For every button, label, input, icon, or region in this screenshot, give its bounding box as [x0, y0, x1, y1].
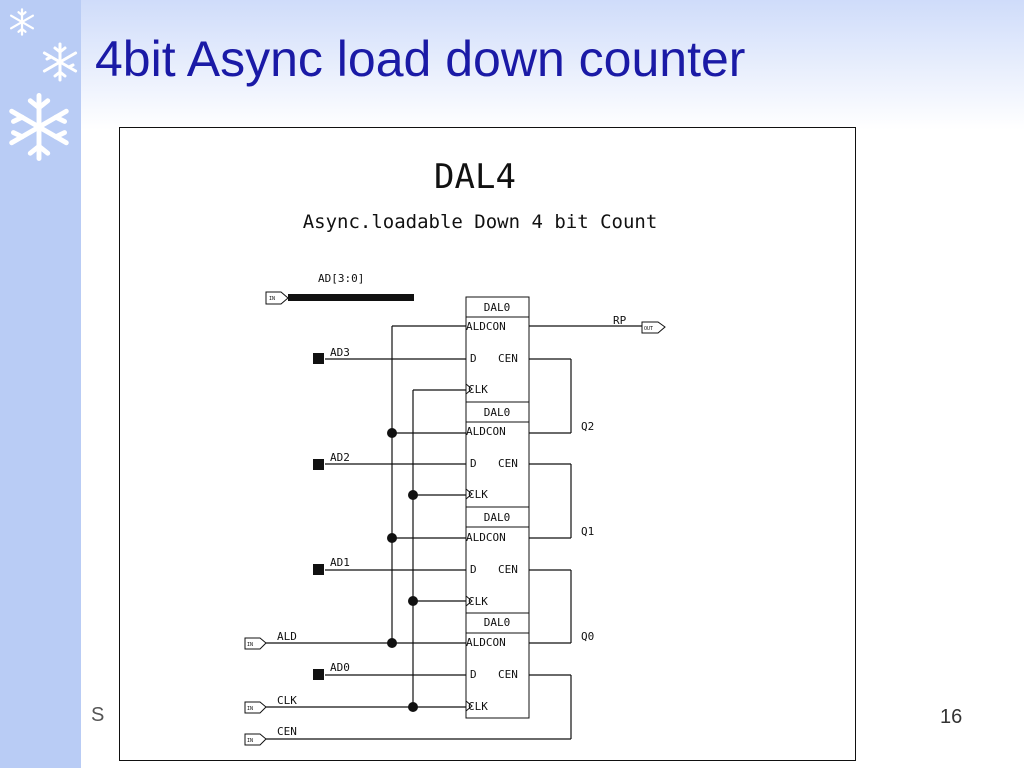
ad2-label: AD2 — [330, 451, 350, 464]
cen-port-tag: IN — [247, 738, 253, 744]
schematic-diagram: DAL4 Async.loadable Down 4 bit Count AD[… — [244, 157, 666, 746]
cell-name: DAL0 — [484, 406, 511, 419]
rp-label: RP — [613, 314, 627, 327]
title-background — [81, 0, 1024, 130]
pin-cen: CEN — [498, 563, 518, 576]
pin-cen: CEN — [498, 457, 518, 470]
cell-name: DAL0 — [484, 301, 511, 314]
cen-label: CEN — [277, 725, 297, 738]
clk-input-port — [244, 701, 267, 714]
wires — [266, 325, 642, 740]
q2-label: Q2 — [581, 420, 594, 433]
ad0-terminal — [313, 669, 324, 680]
ald-input-port — [244, 637, 267, 650]
ad1-label: AD1 — [330, 556, 350, 569]
q1-label: Q1 — [581, 525, 594, 538]
pin-aldcon: ALDCON — [466, 636, 506, 649]
clk-port-tag: IN — [247, 706, 253, 712]
cell-name: DAL0 — [484, 616, 511, 629]
ad0-label: AD0 — [330, 661, 350, 674]
pin-clk: CLK — [468, 595, 488, 608]
pin-d: D — [470, 668, 477, 681]
junction-dots — [387, 428, 418, 712]
snowflake-icon-large — [9, 93, 69, 161]
cell-dal0-0: DAL0 ALDCON D CEN CLK — [465, 612, 530, 719]
ad3-label: AD3 — [330, 346, 350, 359]
ad1-terminal — [313, 564, 324, 575]
clk-label: CLK — [277, 694, 297, 707]
pin-aldcon: ALDCON — [466, 320, 506, 333]
cell-dal0-2: DAL0 ALDCON D CEN CLK — [465, 401, 530, 508]
footer-text: S — [91, 704, 105, 726]
ald-label: ALD — [277, 630, 297, 643]
slide-title: 4bit Async load down counter — [95, 31, 746, 87]
bus-port-tag: IN — [269, 296, 275, 302]
ald-port-tag: IN — [247, 642, 253, 648]
bus-label: AD[3:0] — [318, 272, 364, 285]
q0-label: Q0 — [581, 630, 594, 643]
pin-d: D — [470, 563, 477, 576]
ad2-terminal — [313, 459, 324, 470]
ad3-terminal — [313, 353, 324, 364]
cell-name: DAL0 — [484, 511, 511, 524]
pin-clk: CLK — [468, 383, 488, 396]
pin-aldcon: ALDCON — [466, 425, 506, 438]
pin-clk: CLK — [468, 488, 488, 501]
snowflake-icon-medium — [42, 42, 78, 82]
pin-cen: CEN — [498, 352, 518, 365]
cell-dal0-3: DAL0 ALDCON D CEN CLK — [465, 296, 530, 403]
rp-output-port — [641, 321, 666, 334]
bus-input-port — [265, 291, 289, 305]
block-name: DAL4 — [434, 157, 516, 197]
rp-port-tag: OUT — [644, 326, 653, 332]
snowflake-icon-small — [9, 8, 35, 36]
pin-aldcon: ALDCON — [466, 531, 506, 544]
pin-clk: CLK — [468, 700, 488, 713]
page-number: 16 — [940, 706, 963, 728]
pin-d: D — [470, 457, 477, 470]
block-subtitle: Async.loadable Down 4 bit Count — [303, 211, 658, 233]
bus-line — [288, 294, 414, 301]
schematic-frame: DAL4 Async.loadable Down 4 bit Count AD[… — [119, 127, 856, 761]
cell-dal0-1: DAL0 ALDCON D CEN CLK — [465, 506, 530, 614]
cen-input-port — [244, 733, 267, 746]
pin-d: D — [470, 352, 477, 365]
pin-cen: CEN — [498, 668, 518, 681]
